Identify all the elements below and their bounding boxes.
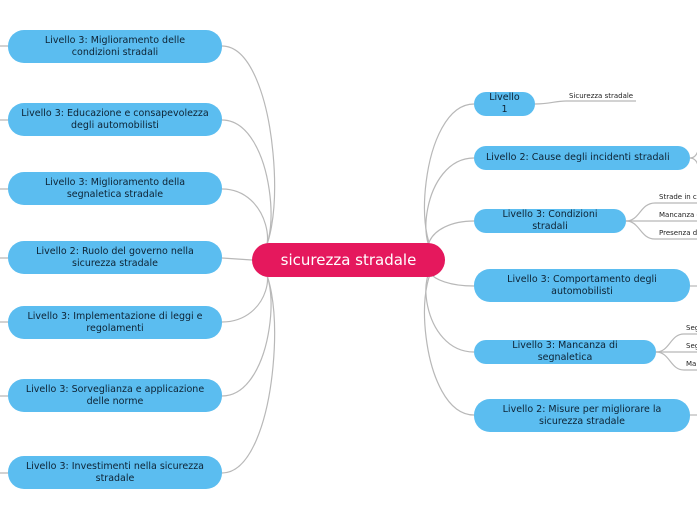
link-left-7 [221, 259, 276, 474]
topic-right-1[interactable]: Livello 1 [474, 92, 535, 116]
central-topic[interactable]: sicurezza stradale [252, 243, 445, 277]
topic-left-1[interactable]: Livello 3: Miglioramento delle condizion… [8, 30, 222, 63]
topic-left-2[interactable]: Livello 3: Educazione e consapevolezza d… [8, 103, 222, 136]
subtopic-segnaletica-2[interactable]: Seg [686, 342, 697, 350]
topic-left-5[interactable]: Livello 3: Implementazione di leggi e re… [8, 306, 222, 339]
subtopic-condizioni-3[interactable]: Presenza d [659, 229, 697, 237]
topic-left-6[interactable]: Livello 3: Sorveglianza e applicazione d… [8, 379, 222, 412]
subtopic-condizioni-1[interactable]: Strade in c [659, 193, 697, 201]
link-left-6 [221, 259, 272, 397]
link-left-4 [221, 257, 253, 261]
topic-right-4[interactable]: Livello 3: Comportamento degli automobil… [474, 269, 690, 302]
subtopic-segnaletica-1[interactable]: Seg [686, 324, 697, 332]
subtopic-condizioni-2[interactable]: Mancanza d [659, 211, 697, 219]
topic-left-3[interactable]: Livello 3: Miglioramento della segnaleti… [8, 172, 222, 205]
subtopic-livello1[interactable]: Sicurezza stradale [569, 92, 634, 100]
topic-left-7[interactable]: Livello 3: Investimenti nella sicurezza … [8, 456, 222, 489]
topic-right-6[interactable]: Livello 2: Misure per migliorare la sicu… [474, 399, 690, 432]
topic-left-4[interactable]: Livello 2: Ruolo del governo nella sicur… [8, 241, 222, 274]
topic-right-2[interactable]: Livello 2: Cause degli incidenti stradal… [474, 146, 690, 170]
topic-right-5[interactable]: Livello 3: Mancanza di segnaletica [474, 340, 656, 364]
subtopic-segnaletica-3[interactable]: Ma [686, 360, 697, 368]
topic-right-3[interactable]: Livello 3: Condizioni stradali [474, 209, 626, 233]
